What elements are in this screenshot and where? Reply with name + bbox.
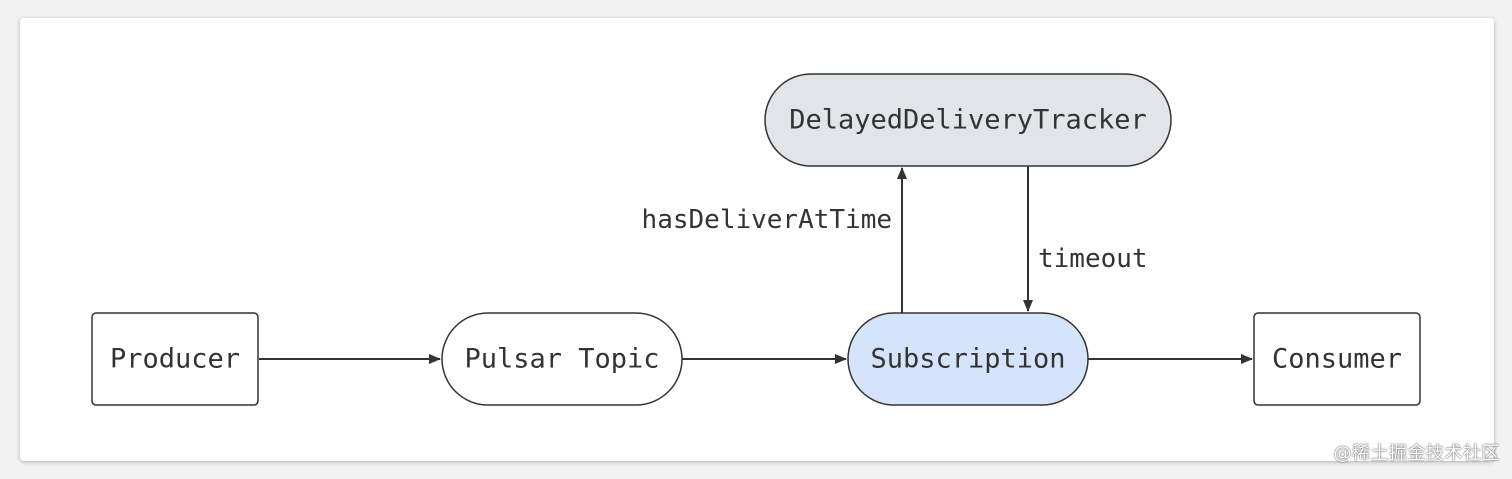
edge-label-has-deliver-at-time: hasDeliverAtTime [642,205,892,235]
node-delayed-delivery-tracker[interactable]: DelayedDeliveryTracker [764,73,1172,167]
edge-label-timeout: timeout [1038,244,1148,274]
node-consumer-label: Consumer [1272,344,1402,375]
node-consumer[interactable]: Consumer [1253,312,1421,406]
diagram-canvas [20,18,1494,461]
node-subscription-shape [847,312,1089,406]
node-delayed-delivery-tracker-label: DelayedDeliveryTracker [789,105,1147,136]
node-producer[interactable]: Producer [91,312,259,406]
watermark-text: @稀土掘金技术社区 [1333,443,1500,464]
node-delayed-delivery-tracker-shape [764,73,1172,167]
node-pulsar-topic[interactable]: Pulsar Topic [441,312,683,406]
node-producer-label: Producer [110,344,240,375]
node-producer-shape [91,312,259,406]
node-pulsar-topic-shape [441,312,683,406]
node-subscription[interactable]: Subscription [847,312,1089,406]
node-pulsar-topic-label: Pulsar Topic [464,344,659,375]
node-subscription-label: Subscription [870,344,1065,375]
node-consumer-shape [1253,312,1421,406]
